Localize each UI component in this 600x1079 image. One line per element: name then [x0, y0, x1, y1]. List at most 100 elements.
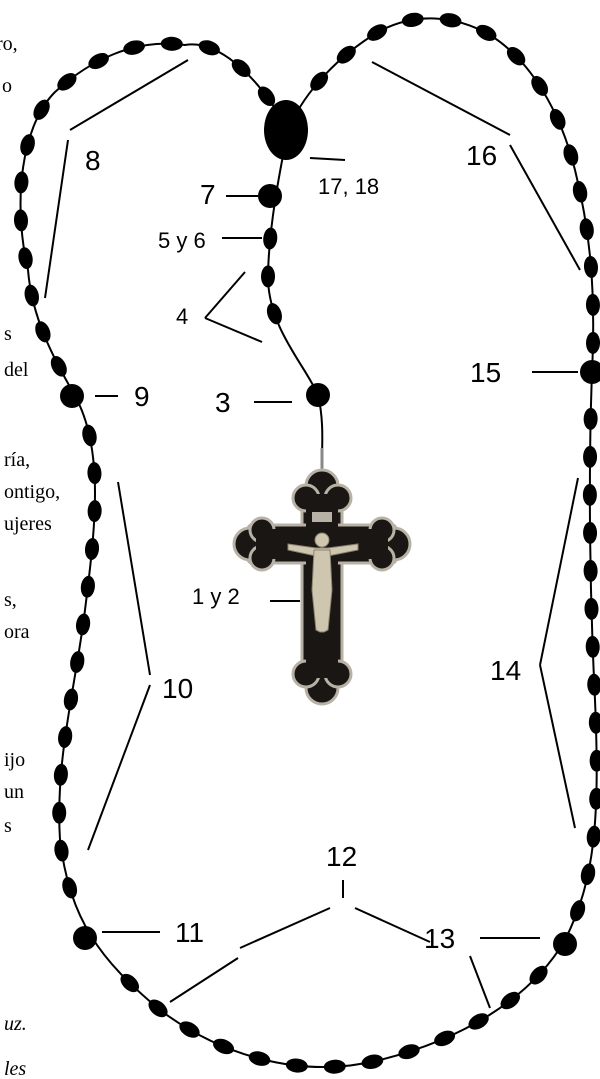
side-text-line: ijo — [4, 749, 25, 771]
small-bead — [75, 613, 92, 637]
small-bead — [432, 1028, 458, 1050]
small-bead — [590, 750, 600, 772]
label-10: 10 — [162, 673, 193, 704]
small-bead — [323, 1059, 346, 1074]
bead-15 — [580, 360, 600, 384]
side-text-line: ría, — [4, 449, 30, 471]
small-bead — [571, 180, 589, 204]
small-bead — [579, 862, 597, 886]
label-8: 8 — [85, 145, 101, 176]
side-text-line: ujeres — [4, 513, 52, 535]
small-bead — [589, 712, 600, 734]
small-bead — [473, 22, 499, 45]
small-bead — [583, 522, 597, 544]
small-bead — [69, 650, 86, 674]
small-bead — [80, 575, 97, 599]
small-bead — [23, 283, 41, 307]
small-bead — [247, 1049, 272, 1068]
label-4: 4 — [176, 304, 188, 329]
small-bead — [87, 500, 102, 523]
side-text-line: ora — [4, 621, 30, 643]
small-bead — [583, 446, 597, 468]
label-1-2: 1 y 2 — [192, 584, 240, 609]
small-bead — [197, 38, 222, 59]
label-16: 16 — [466, 140, 497, 171]
small-bead — [30, 97, 53, 123]
small-bead — [80, 423, 98, 447]
small-bead — [497, 988, 523, 1013]
side-text-line: un — [4, 781, 24, 803]
small-bead — [84, 537, 100, 560]
small-bead — [567, 898, 588, 923]
small-bead — [53, 763, 69, 786]
bead-7 — [258, 184, 282, 208]
small-bead — [360, 1053, 384, 1071]
small-bead — [53, 839, 70, 863]
small-bead — [589, 788, 600, 810]
small-bead — [583, 484, 597, 506]
side-text-line: , — [0, 283, 1, 305]
side-text-line: del — [4, 359, 29, 381]
small-bead — [86, 50, 112, 73]
side-text-line: s, — [4, 589, 17, 611]
small-bead — [586, 825, 600, 848]
label-15: 15 — [470, 357, 501, 388]
small-bead — [585, 636, 600, 658]
side-text-line: uz. — [4, 1013, 27, 1035]
small-bead — [57, 725, 74, 749]
label-13: 13 — [424, 923, 455, 954]
center-medal-bead — [264, 100, 308, 160]
small-bead — [401, 11, 425, 29]
small-bead — [586, 332, 600, 354]
bead-9 — [60, 384, 84, 408]
side-text: ro, o , s del ría, ontigo, ujeres s, ora… — [0, 33, 60, 1079]
side-text-line: o — [2, 75, 12, 97]
small-bead — [122, 38, 147, 57]
bead-3 — [306, 383, 330, 407]
small-bead — [578, 217, 595, 241]
small-bead — [32, 319, 53, 345]
pendant-chain — [268, 130, 322, 460]
small-bead — [62, 687, 79, 711]
small-bead — [87, 462, 102, 485]
bead-11 — [73, 926, 97, 950]
small-bead — [466, 1010, 492, 1033]
small-bead — [583, 560, 597, 582]
small-bead — [587, 673, 600, 696]
small-bead — [14, 171, 30, 194]
label-3: 3 — [215, 387, 231, 418]
label-12: 12 — [326, 841, 357, 872]
small-bead — [211, 1036, 237, 1057]
side-text-line: ro, — [0, 33, 18, 55]
small-bead — [262, 227, 278, 250]
label-7: 7 — [200, 179, 216, 210]
side-text-line: les — [4, 1058, 26, 1079]
small-bead — [18, 133, 37, 158]
small-bead — [48, 353, 71, 379]
small-bead — [285, 1057, 308, 1073]
small-bead — [364, 21, 390, 44]
label-11: 11 — [175, 917, 204, 948]
small-bead — [396, 1042, 421, 1062]
label-9: 9 — [134, 381, 150, 412]
small-bead — [177, 1018, 203, 1041]
small-bead — [586, 294, 600, 316]
side-text-line: ontigo, — [4, 481, 60, 503]
label-17-18: 17, 18 — [318, 174, 379, 199]
small-bead — [438, 11, 462, 29]
small-bead — [547, 106, 569, 132]
small-bead — [583, 408, 597, 430]
bead-13 — [553, 932, 577, 956]
crucifix-icon — [234, 448, 410, 704]
label-14: 14 — [490, 655, 521, 686]
label-5-6: 5 y 6 — [158, 228, 206, 253]
small-bead — [13, 209, 28, 232]
small-bead — [60, 875, 80, 900]
small-bead — [264, 301, 284, 326]
small-bead — [161, 36, 184, 51]
side-text-line: s — [4, 323, 12, 345]
small-bead — [52, 802, 66, 824]
side-text-line: s — [4, 815, 12, 837]
small-bead — [528, 73, 552, 99]
small-bead — [584, 598, 599, 620]
